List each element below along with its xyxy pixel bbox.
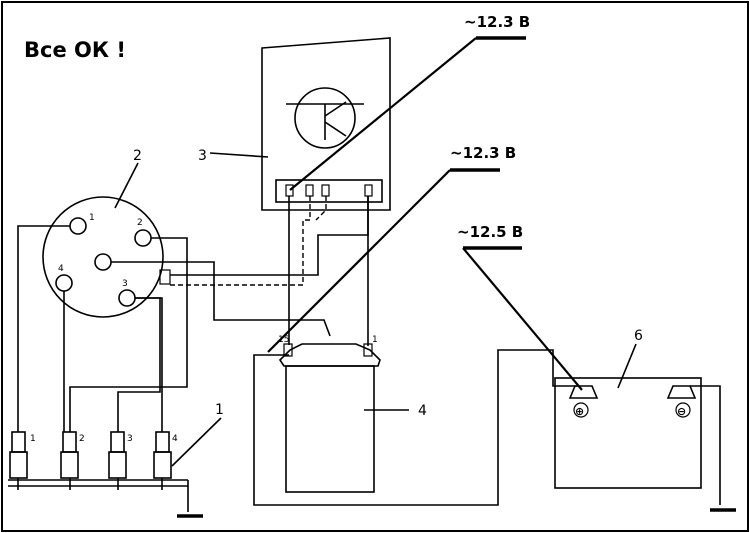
- switch-pin-4: [364, 184, 373, 197]
- plug-number-3: 3: [127, 434, 133, 444]
- distributor: [42, 162, 171, 318]
- switch-unit: [209, 37, 391, 211]
- spark-plug-2: [60, 431, 79, 490]
- switch-label: 3: [198, 148, 207, 164]
- distributor-terminal-2: [134, 229, 152, 247]
- distributor-terminal-label-1: 1: [89, 213, 95, 223]
- switch-pin-2: [305, 184, 314, 197]
- coil-battery-feed: [253, 349, 580, 506]
- status-title: Все ОК !: [24, 38, 126, 62]
- distributor-terminal-1: [69, 217, 87, 235]
- coil-terminal-15: [283, 343, 293, 357]
- distributor-center-terminal: [94, 253, 112, 271]
- battery-negative-icon: [675, 402, 691, 418]
- battery-positive-symbol: ⊕: [575, 405, 584, 418]
- distributor-label: 2: [133, 148, 142, 164]
- coil-terminal-15-label: 15: [278, 335, 289, 345]
- distributor-terminal-label-4: 4: [58, 264, 64, 274]
- battery: [554, 343, 736, 512]
- distributor-terminal-3: [118, 289, 136, 307]
- battery-negative-symbol: ⊖: [677, 405, 686, 418]
- battery-positive-icon: [573, 402, 589, 418]
- measurement-value-1: ~12.3 В: [464, 13, 530, 31]
- distributor-terminal-label-2: 2: [137, 218, 143, 228]
- distributor-terminal-4: [55, 274, 73, 292]
- switch-pin-1: [285, 184, 294, 197]
- low-voltage-wiring: [111, 196, 369, 346]
- plug-ground: [8, 417, 222, 518]
- spark-plug-1: [9, 431, 28, 490]
- measurement-value-3: ~12.5 В: [457, 223, 523, 241]
- switch-pin-3: [321, 184, 330, 197]
- plug-number-1: 1: [30, 434, 36, 444]
- spark-plug-3: [108, 431, 127, 490]
- ht-leads: [17, 225, 188, 432]
- measurement-pointer-3: [462, 246, 583, 391]
- distributor-connector: [159, 269, 171, 285]
- measurement-pointer-2: [267, 168, 500, 353]
- plug-number-4: 4: [172, 434, 178, 444]
- spark-plug-4: [153, 431, 172, 490]
- plug-number-2: 2: [79, 434, 85, 444]
- measurement-pointer-1: [289, 36, 526, 191]
- coil-terminal-1-label: 1: [372, 335, 378, 345]
- coil-label: 4: [418, 403, 427, 419]
- ignition-coil: [278, 343, 409, 493]
- measurement-value-2: ~12.3 В: [450, 144, 516, 162]
- battery-label: 6: [634, 328, 643, 344]
- distributor-terminal-label-3: 3: [122, 279, 128, 289]
- spark-plugs-label: 1: [215, 402, 224, 418]
- coil-terminal-1: [363, 343, 373, 357]
